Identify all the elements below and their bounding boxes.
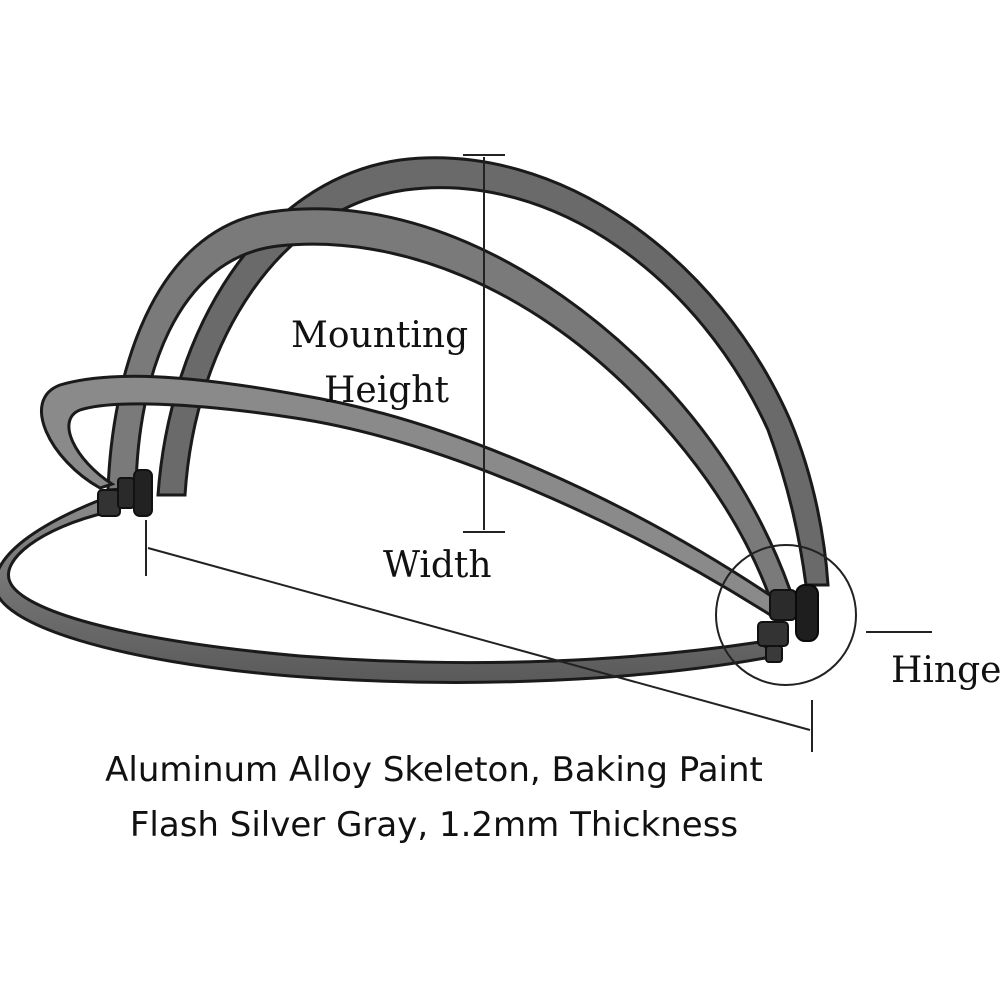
mounting-height-label-line2: Height [324,370,449,411]
caption-line-1: Aluminum Alloy Skeleton, Baking Paint [105,750,763,790]
outer-arch-band [156,156,830,587]
mounting-height-label-line1: Mounting [291,315,469,356]
right-hinge [757,584,819,663]
left-hinge-bracket [97,469,153,517]
hinge-callout-circle [715,544,857,686]
caption-line-2: Flash Silver Gray, 1.2mm Thickness [129,805,739,845]
width-label: Width [383,545,492,586]
hinge-label: Hinge [891,650,1001,691]
width-dimension-line [147,547,811,731]
